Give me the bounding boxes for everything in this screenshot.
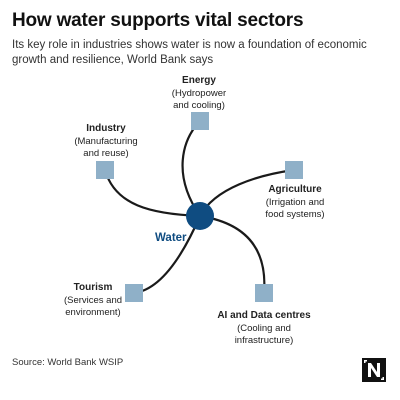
node-agriculture	[285, 161, 303, 179]
sector-agriculture-detail-1: (Irrigation and	[266, 197, 325, 208]
hub-label: Water	[155, 232, 187, 244]
sector-industry-detail-2: and reuse)	[83, 148, 128, 159]
page-title: How water supports vital sectors	[12, 10, 304, 31]
connector-energy	[181, 119, 202, 218]
source-note: Source: World Bank WSIP	[12, 357, 124, 368]
page-subtitle: Its key role in industries shows water i…	[12, 39, 367, 66]
sector-energy-detail-1: (Hydropower	[172, 88, 226, 99]
sector-ai-data-detail-2: infrastructure)	[235, 335, 294, 346]
node-energy	[191, 112, 209, 130]
sector-tourism-detail-1: (Services and	[64, 295, 122, 306]
publisher-logo-icon	[362, 358, 386, 382]
connector-tourism	[132, 214, 202, 295]
sector-industry-name: Industry	[86, 123, 126, 134]
sector-tourism-name: Tourism	[74, 282, 113, 293]
sector-agriculture-detail-2: food systems)	[265, 209, 324, 220]
sector-energy-name: Energy	[182, 75, 216, 86]
node-ai-data	[255, 284, 273, 302]
sector-agriculture-name: Agriculture	[268, 184, 322, 195]
node-tourism	[125, 284, 143, 302]
node-industry	[96, 161, 114, 179]
sector-industry-detail-1: (Manufacturing	[74, 136, 137, 147]
sector-energy-detail-2: and cooling)	[173, 100, 225, 111]
water-hub	[186, 202, 214, 230]
sector-ai-data-detail-1: (Cooling and	[237, 323, 291, 334]
sector-ai-data-name: AI and Data centres	[217, 310, 311, 321]
sector-tourism-detail-2: environment)	[65, 307, 120, 318]
connector-industry	[103, 168, 202, 218]
connector-ai-data	[198, 214, 266, 295]
